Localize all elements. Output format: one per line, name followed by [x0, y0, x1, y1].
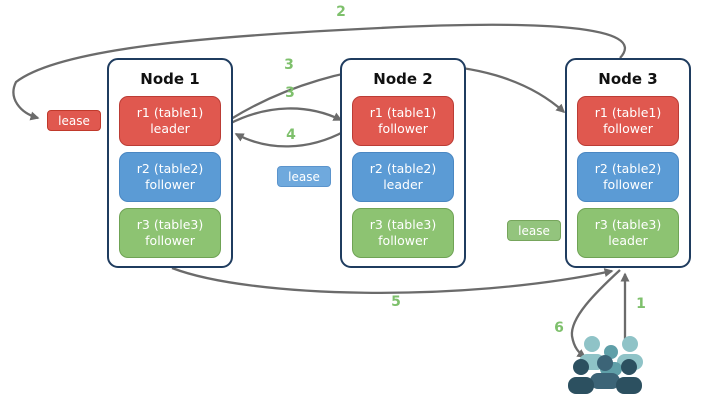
node-2-card: Node 2 r1 (table1) follower r2 (table2) … — [340, 58, 466, 268]
replica-role: follower — [603, 121, 653, 136]
step-label-3a: 3 — [284, 57, 294, 73]
arrow-step-5-node1-to-node3 — [171, 266, 614, 294]
lease-badge-r2-leader: lease — [277, 166, 331, 187]
node-3-card: Node 3 r1 (table1) follower r2 (table2) … — [565, 58, 691, 268]
node-2-replica-r2: r2 (table2) leader — [352, 152, 454, 202]
users-group-icon — [568, 336, 643, 394]
node-3-title: Node 3 — [598, 70, 658, 88]
node-1-title: Node 1 — [140, 70, 200, 88]
user-front-center — [590, 355, 620, 389]
replica-name: r2 (table2) — [369, 160, 437, 176]
node-2-replica-r3: r3 (table3) follower — [352, 208, 454, 258]
node-3-replica-r3: r3 (table3) leader — [577, 208, 679, 258]
arrow-step-3-leader-to-node2 — [228, 107, 343, 126]
replica-role: leader — [150, 121, 190, 136]
replica-name: r1 (table1) — [369, 104, 437, 120]
node-1-replica-r2: r2 (table2) follower — [119, 152, 221, 202]
user-front-right — [616, 359, 642, 394]
node-1-replica-r1: r1 (table1) leader — [119, 96, 221, 146]
step-label-1: 1 — [636, 296, 646, 312]
replica-name: r3 (table3) — [594, 216, 662, 232]
step-label-6: 6 — [554, 320, 564, 336]
step-label-2: 2 — [336, 4, 346, 20]
node-1-replica-r3: r3 (table3) follower — [119, 208, 221, 258]
replica-role: follower — [145, 177, 195, 192]
replica-name: r2 (table2) — [594, 160, 662, 176]
replica-role: follower — [378, 121, 428, 136]
replica-role: leader — [383, 177, 423, 192]
node-2-replica-r1: r1 (table1) follower — [352, 96, 454, 146]
replica-role: leader — [608, 233, 648, 248]
node-3-replica-r2: r2 (table2) follower — [577, 152, 679, 202]
arrow-step-2-node3-to-lease1 — [12, 23, 627, 121]
replica-role: follower — [378, 233, 428, 248]
lease-badge-r3-leader: lease — [507, 220, 561, 241]
node-1-card: Node 1 r1 (table1) leader r2 (table2) fo… — [107, 58, 233, 268]
replica-name: r3 (table3) — [136, 216, 204, 232]
replica-name: r3 (table3) — [369, 216, 437, 232]
replica-name: r1 (table1) — [594, 104, 662, 120]
replica-role: follower — [603, 177, 653, 192]
lease-badge-r1-leader: lease — [47, 110, 101, 131]
step-label-3b: 3 — [285, 85, 295, 101]
replica-name: r2 (table2) — [136, 160, 204, 176]
node-3-replica-r1: r1 (table1) follower — [577, 96, 679, 146]
user-front-left — [568, 359, 594, 394]
step-label-4: 4 — [286, 127, 296, 143]
node-2-title: Node 2 — [373, 70, 433, 88]
replica-role: follower — [145, 233, 195, 248]
replica-name: r1 (table1) — [136, 104, 204, 120]
step-label-5: 5 — [391, 294, 401, 310]
